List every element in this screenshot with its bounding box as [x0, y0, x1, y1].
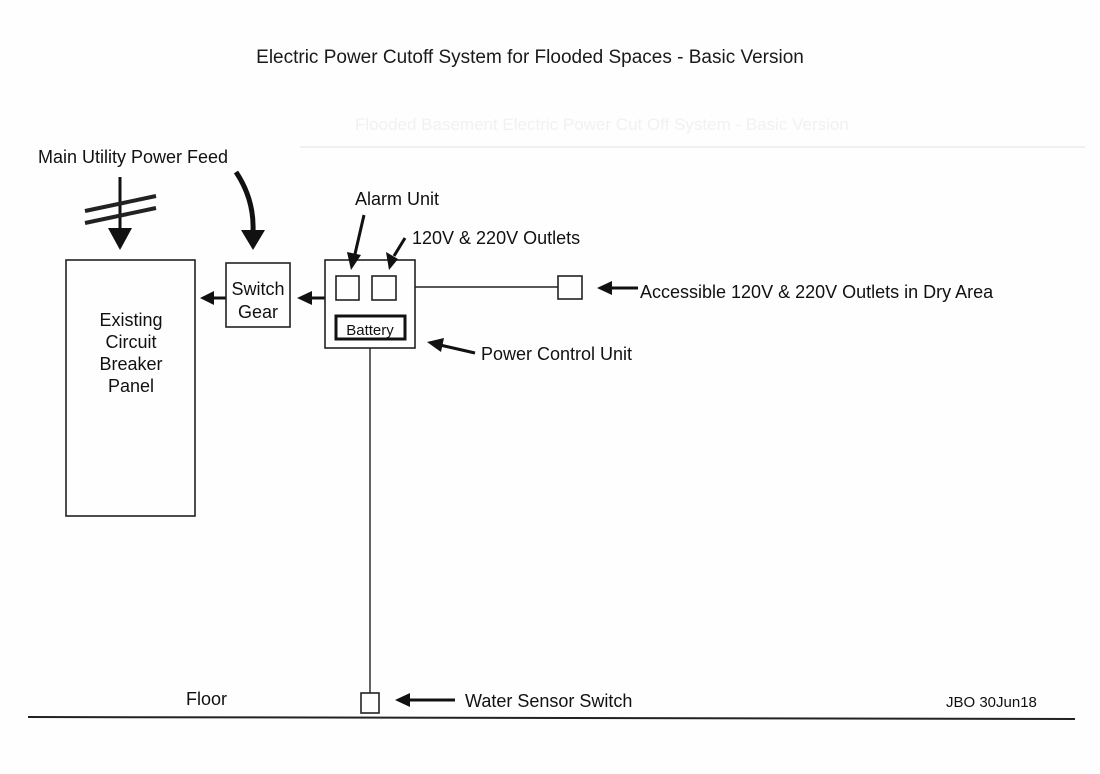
breaker-panel-line-1: Existing [99, 310, 162, 330]
pcu-to-switchgear-arrow-icon [297, 291, 325, 305]
power-line-crossing-arrow-icon [84, 177, 157, 250]
switch-gear-line-2: Gear [238, 302, 278, 322]
breaker-panel-line-3: Breaker [99, 354, 162, 374]
power-control-unit-label: Power Control Unit [481, 344, 632, 364]
water-sensor-arrow-icon [395, 693, 455, 707]
feed-to-switchgear-arrow-icon [233, 170, 265, 250]
accessible-outlet-box [557, 275, 583, 300]
switchgear-to-panel-arrow-icon [200, 291, 226, 305]
main-feed-label: Main Utility Power Feed [38, 147, 228, 167]
floor-line [27, 716, 1076, 720]
signature-label: JBO 30Jun18 [946, 694, 1037, 711]
alarm-unit-label: Alarm Unit [355, 189, 439, 209]
power-control-unit-arrow-icon [427, 338, 476, 355]
battery-box [334, 314, 407, 341]
alarm-unit-arrow-icon [347, 214, 366, 270]
breaker-panel-line-2: Circuit [105, 332, 156, 352]
water-sensor-box [360, 692, 380, 714]
floor-label: Floor [186, 689, 227, 709]
accessible-outlets-label: Accessible 120V & 220V Outlets in Dry Ar… [640, 282, 994, 302]
outlets-label: 120V & 220V Outlets [412, 228, 580, 248]
battery-label: Battery [346, 322, 394, 339]
ghost-text: Flooded Basement Electric Power Cut Off … [355, 115, 849, 134]
power-control-unit: Battery [324, 259, 416, 349]
outlets-box [371, 275, 397, 301]
switch-gear-line-1: Switch [231, 279, 284, 299]
breaker-panel-line-4: Panel [108, 376, 154, 396]
outlets-arrow-icon [386, 237, 407, 270]
switch-gear: Switch Gear [225, 262, 291, 328]
diagram-title: Electric Power Cutoff System for Flooded… [256, 47, 804, 68]
water-sensor-label: Water Sensor Switch [465, 691, 632, 711]
breaker-panel: Existing Circuit Breaker Panel [65, 259, 196, 517]
accessible-outlet-arrow-icon [597, 281, 638, 295]
alarm-unit-box [335, 275, 360, 301]
